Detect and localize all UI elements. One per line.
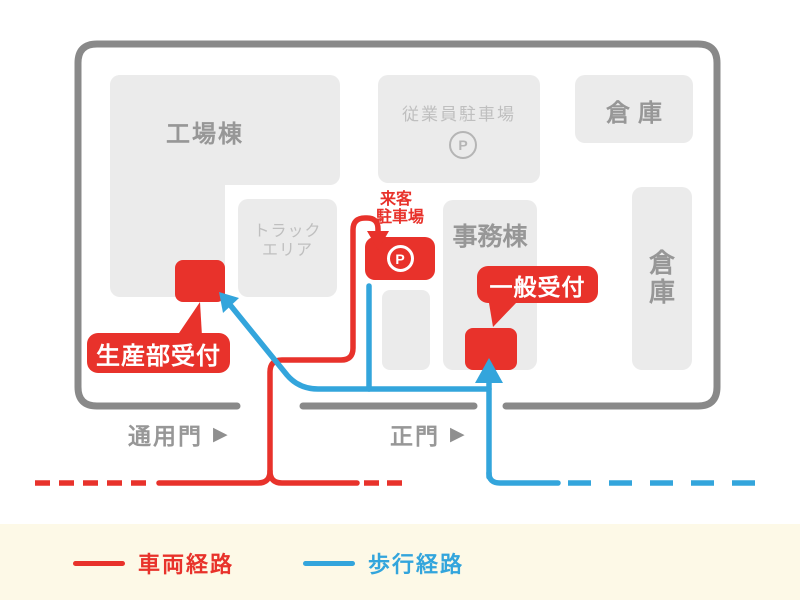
legend-item-walking-route: 歩行経路 [303,551,464,577]
side-gate-label: 通用門 [128,423,203,449]
warehouse-top-label: 倉庫 [606,99,670,127]
office-building-label: 事務棟 [452,223,528,251]
visitor-parking-label-line1: 来客 [380,191,413,208]
production-reception-callout: 生産部受付 [87,333,230,373]
truck-area-label-line2: エリア [261,242,313,259]
walking-route-swatch [303,560,355,566]
general-reception-callout: 一般受付 [477,266,598,303]
main-gate-arrow-icon: ▶ [450,423,465,445]
factory-building-label: 工場棟 [166,120,244,148]
visitor-parking-label-line2: 駐車場 [376,209,425,226]
vehicle-route-junction-fillet [267,468,360,486]
legend-item-vehicle-route: 車両経路 [73,551,234,577]
vehicle-route-swatch [73,560,125,566]
warehouse-side-label: 倉 庫 [632,249,692,307]
walking-route-legend-label: 歩行経路 [368,552,465,577]
parking-lane-block [382,290,430,370]
side-gate-label-group: 通用門 ▶ [128,417,228,451]
truck-area-label: トラック エリア [238,222,337,260]
employee-parking-icon: P [449,131,477,159]
general-reception-marker-box [465,328,517,370]
production-callout-tail [177,302,202,336]
legend-strip-background [0,524,800,600]
main-gate-label: 正門 [390,423,440,449]
visitor-parking-box: P [365,237,435,280]
visitor-parking-label: 来客 駐車場 [376,191,424,227]
visitor-parking-icon: P [386,245,414,272]
walking-route-entry-fillet [486,470,561,486]
warehouse-side-label-line1: 倉 [648,248,675,278]
vehicle-route-legend-label: 車両経路 [138,552,235,577]
side-gate-arrow-icon: ▶ [213,423,228,445]
warehouse-side-label-line2: 庫 [648,277,675,307]
employee-parking-block [378,75,540,183]
truck-area-label-line1: トラック [253,223,322,240]
main-gate-label-group: 正門 ▶ [390,417,465,451]
production-reception-marker-box [175,260,225,302]
employee-parking-label: 従業員駐車場 [402,104,516,124]
